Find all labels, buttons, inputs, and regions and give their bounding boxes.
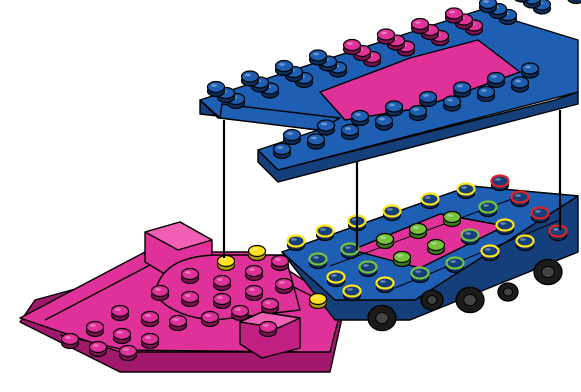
stud (445, 256, 465, 274)
stud (350, 109, 370, 127)
stud (548, 224, 568, 242)
plate-studs (206, 0, 581, 160)
stud (567, 0, 581, 5)
stud (244, 264, 264, 282)
stud (274, 277, 294, 295)
stud (495, 218, 515, 236)
wheel (367, 304, 397, 332)
stud (88, 340, 108, 358)
stud (452, 81, 472, 98)
stud (456, 182, 476, 200)
stud (315, 224, 335, 242)
stud (342, 284, 362, 302)
stud (180, 267, 200, 285)
stud (308, 49, 328, 66)
stud (426, 238, 446, 256)
stud (478, 0, 498, 14)
stud (326, 270, 346, 288)
stud (444, 7, 464, 24)
stud (168, 314, 188, 332)
stud (258, 320, 278, 338)
stud (272, 142, 292, 160)
stud (260, 297, 280, 315)
stud (230, 304, 250, 322)
stud (520, 62, 540, 79)
stud (514, 0, 530, 3)
stud (212, 274, 232, 292)
chassis-wheels (367, 258, 563, 332)
stud (112, 327, 132, 345)
stud (384, 100, 404, 117)
stud (530, 206, 550, 224)
stud (212, 292, 232, 310)
stud (375, 276, 395, 294)
stud (110, 304, 130, 322)
wheel (420, 289, 444, 311)
stud (200, 310, 220, 328)
stud (340, 123, 360, 141)
stud (490, 174, 510, 192)
stud (342, 38, 362, 56)
stud (306, 133, 326, 150)
stud (418, 90, 438, 108)
stud (150, 284, 170, 302)
stud (510, 76, 530, 93)
stud (240, 70, 260, 87)
stud (476, 85, 496, 103)
wheel (455, 286, 485, 314)
blue-top-plate (199, 9, 579, 183)
stud (376, 28, 396, 45)
stud (420, 192, 440, 210)
stud (118, 344, 138, 362)
stud (247, 244, 267, 262)
stud (408, 222, 428, 240)
stud (358, 260, 378, 278)
stud (408, 104, 428, 122)
stud (382, 204, 402, 222)
stud (392, 250, 412, 268)
wheel (497, 282, 519, 302)
stud (486, 71, 506, 89)
stud (442, 210, 462, 228)
stud (270, 254, 290, 272)
stud (180, 290, 200, 308)
stud (286, 234, 306, 252)
stud (274, 59, 294, 77)
wheel (533, 258, 563, 286)
stud (478, 200, 498, 218)
stud (216, 254, 236, 272)
stud (410, 266, 430, 284)
stud (460, 228, 480, 246)
stud (374, 114, 394, 131)
stud (375, 232, 395, 250)
stud (316, 119, 336, 136)
stud (442, 95, 462, 112)
stud (244, 284, 264, 302)
stud (308, 292, 328, 310)
stud (410, 17, 430, 35)
assembly-guide-lines (222, 110, 562, 258)
stud (510, 190, 530, 208)
stud (328, 61, 348, 78)
hull-studs (60, 244, 328, 362)
stud (85, 320, 105, 338)
stud (206, 80, 226, 98)
stud (340, 242, 360, 260)
stud (515, 234, 535, 252)
magenta-tile-on-plate (319, 39, 521, 121)
stud (60, 332, 80, 350)
stud (308, 252, 328, 270)
stud (282, 128, 302, 146)
stud (480, 244, 500, 262)
stud (140, 332, 160, 350)
stud (140, 310, 160, 328)
